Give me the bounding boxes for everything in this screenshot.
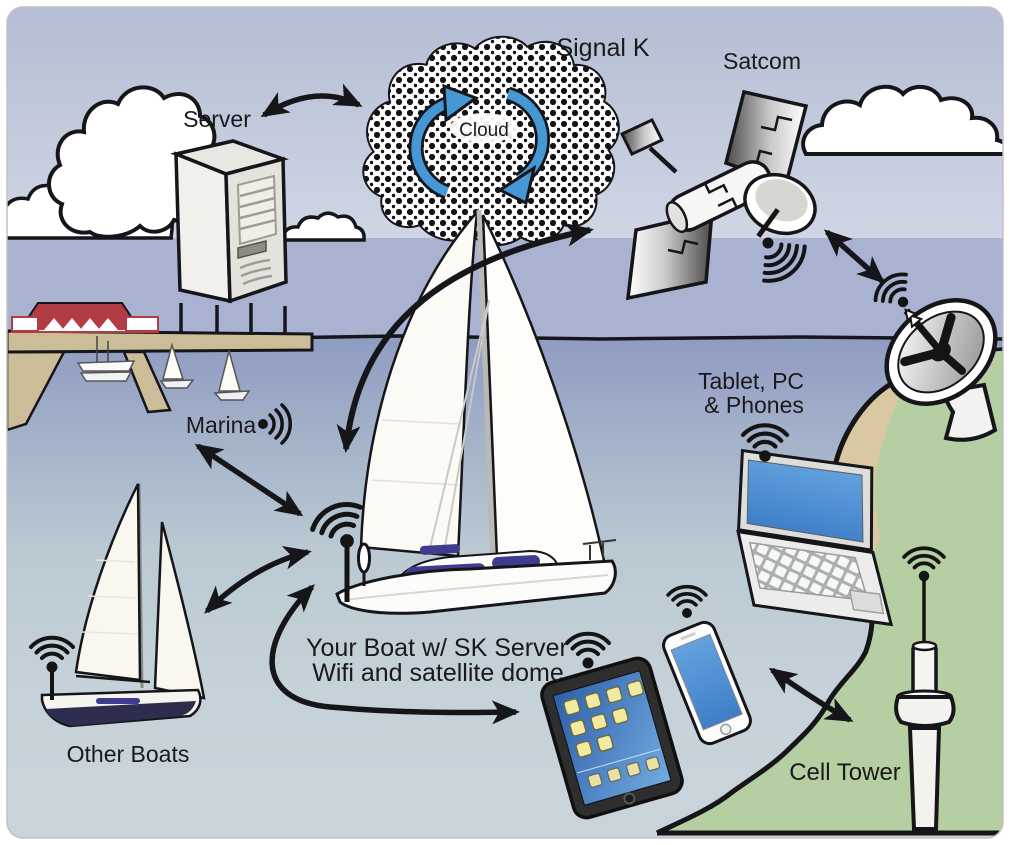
satellite-signal-icon <box>762 242 807 283</box>
your-boat-label-line2: Wifi and satellite dome <box>312 659 564 687</box>
paddle-antenna <box>357 542 371 574</box>
arrow-server-cloud <box>260 83 363 118</box>
satellite-arm-panel <box>619 118 665 156</box>
satellite-dish <box>743 172 817 238</box>
shore-dish-antenna <box>867 266 998 442</box>
arrow-phone-celltower <box>768 667 854 723</box>
signalk-cloud <box>362 35 620 246</box>
arrow-satcom-dish <box>824 229 885 284</box>
tablet <box>540 656 684 820</box>
your-boat-label-line1: Your Boat w/ SK Server <box>306 634 568 662</box>
cell-tower-label: Cell Tower <box>789 759 901 786</box>
devices-label-line1: Tablet, PC <box>698 368 804 394</box>
marina-pier <box>7 302 314 432</box>
mainsail <box>74 483 142 682</box>
satellite-body <box>665 160 773 234</box>
tablet-app-icons <box>563 679 645 758</box>
satcom-label: Satcom <box>723 48 801 74</box>
phone-screen <box>670 633 743 731</box>
laptop-touchpad <box>848 589 885 615</box>
solar-panel-lower <box>625 209 714 301</box>
satcom-satellite <box>619 89 817 301</box>
signal-k-label: Signal K <box>556 34 649 62</box>
server-label: Server <box>183 106 251 132</box>
laptop-screen <box>746 459 864 543</box>
other-boats-sailboat <box>29 482 206 728</box>
tablet-home-button <box>623 792 636 805</box>
other-boats-label: Other Boats <box>67 741 190 767</box>
server-tower <box>170 139 289 304</box>
cumulus-cloud-right <box>801 84 1003 156</box>
laptop <box>736 448 894 627</box>
devices-label-line2: & Phones <box>704 392 804 418</box>
connection-arrows <box>194 83 885 725</box>
marina-signal-icon <box>258 403 292 445</box>
arrow-boat-tablet <box>269 584 520 725</box>
frame-border <box>6 6 1004 839</box>
sync-arrows-icon <box>408 83 550 206</box>
moored-boats <box>76 336 251 401</box>
phone <box>662 620 752 746</box>
tablet-dock-icons <box>587 756 661 788</box>
marina-building-roof <box>26 302 134 319</box>
arrow-otherboats-boat <box>204 545 312 614</box>
cloud-label: Cloud <box>459 120 509 141</box>
cell-tower <box>894 546 956 831</box>
jib-sail <box>153 521 206 700</box>
phone-home-button <box>719 723 732 736</box>
arrow-marina-boat <box>194 443 304 517</box>
arrow-boat-satcom <box>336 223 594 453</box>
cumulus-cloud-left <box>47 85 218 239</box>
marina-label: Marina <box>186 412 257 438</box>
hull-bottom <box>46 701 196 726</box>
